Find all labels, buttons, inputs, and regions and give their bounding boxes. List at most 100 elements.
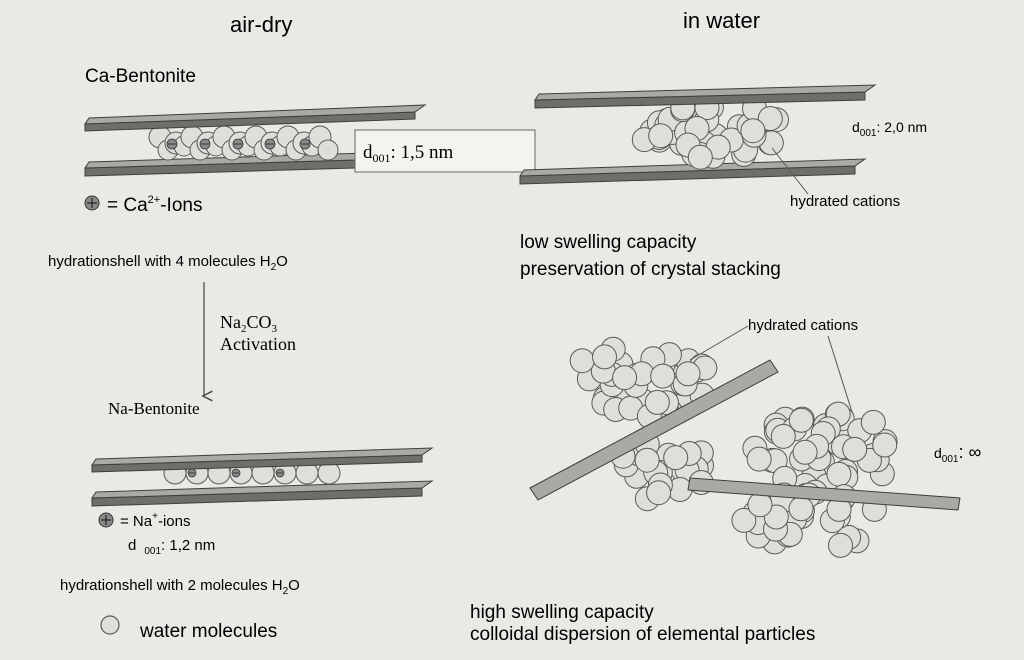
low-swelling-line-2: preservation of crystal stacking	[520, 259, 781, 280]
cation-icon	[232, 138, 244, 150]
na-bentonite-title: Na-Bentonite	[108, 399, 200, 418]
ca-hydration-suffix: O	[276, 253, 288, 270]
activation-chem: Na2CO3	[220, 312, 278, 335]
water-molecule	[644, 389, 670, 415]
water-molecule	[646, 480, 672, 506]
in-water-d001-label: d	[852, 119, 860, 135]
d001-infinity-value: : ∞	[958, 442, 981, 462]
water-molecule	[826, 461, 852, 487]
hydrated-cations-label-2: hydrated cations	[748, 317, 858, 334]
hydrated-cations-label-1: hydrated cations	[790, 193, 900, 210]
ca-hydration-sub: 2	[271, 262, 277, 273]
ca-hydration-prefix: hydrationshell with 4 molecules H	[48, 253, 271, 270]
in-water-stack	[519, 84, 877, 185]
svg-text:d001: 1,5 nm: d001: 1,5 nm	[363, 142, 454, 165]
ca-ion-legend: = Ca2+-Ions	[84, 194, 202, 216]
water-molecule	[731, 507, 757, 533]
cation-icon	[231, 468, 241, 478]
cation-icon	[299, 138, 311, 150]
na-hydration-text: hydrationshell with 2 molecules H2O	[60, 577, 300, 597]
water-molecule	[634, 447, 660, 473]
water-molecule	[746, 446, 772, 472]
na-ion-prefix: = Na	[120, 513, 153, 530]
water-molecule-icon	[100, 615, 120, 635]
water-molecule	[612, 365, 638, 391]
hydrated-cations-leader-2b	[827, 335, 853, 413]
water-molecule	[860, 409, 886, 435]
cation-icon	[187, 468, 197, 478]
ca-bentonite-title: Ca-Bentonite	[85, 66, 196, 87]
water-molecule	[740, 118, 766, 144]
svg-text:= Ca2+-Ions: = Ca2+-Ions	[107, 194, 202, 216]
ca-hydration-text: hydrationshell with 4 molecules H2O	[48, 253, 288, 273]
activation-na: Na	[220, 312, 241, 332]
activation-label: Activation	[220, 334, 296, 354]
na-d001-label: d	[128, 537, 136, 554]
water-molecule	[788, 407, 814, 433]
high-swelling-line-2: colloidal dispersion of elemental partic…	[470, 624, 815, 645]
water-molecule	[770, 423, 796, 449]
water-molecule	[792, 439, 818, 465]
in-water-d001-sub: 001	[860, 128, 877, 139]
dispersed-particles	[529, 336, 961, 558]
na-d001-sub: 001	[144, 546, 161, 557]
cation-icon	[275, 468, 285, 478]
ca-upper-sheet	[84, 104, 427, 125]
hydrated-cations-leader-2a	[689, 325, 749, 361]
in-water-upper-sheet	[534, 84, 877, 101]
water-molecule	[650, 363, 676, 389]
water-molecules-label: water molecules	[139, 621, 277, 642]
water-molecule	[757, 106, 783, 131]
na-ion-suffix: -ions	[158, 513, 191, 530]
ca-ion-suffix: -Ions	[160, 195, 202, 216]
dispersed-sheet-1	[529, 359, 779, 501]
in-water-d001-text: d001: 2,0 nm	[852, 119, 927, 139]
na-hydration-sub: 2	[283, 586, 289, 597]
na-d001-text: d 001: 1,2 nm	[128, 537, 215, 557]
water-molecule	[663, 445, 689, 471]
cation-icon	[199, 138, 211, 150]
na-lower-sheet	[91, 480, 434, 499]
heading-in-water: in water	[683, 8, 760, 33]
water-molecule	[675, 361, 701, 387]
water-molecule	[687, 144, 713, 170]
na-hydration-suffix: O	[288, 577, 300, 594]
hydrated-cations-leader-1	[771, 147, 809, 195]
water-molecule	[648, 123, 674, 149]
d001-infinity-sub: 001	[942, 454, 959, 465]
na-hydration-prefix: hydrationshell with 2 molecules H	[60, 577, 283, 594]
ca-bentonite-stack	[84, 104, 427, 177]
ca-ion-sup: 2+	[148, 194, 161, 206]
na-ion-sup: +	[152, 511, 158, 522]
in-water-d001-value: : 2,0 nm	[876, 119, 927, 135]
water-molecule	[872, 432, 898, 458]
na-d001-value: : 1,2 nm	[161, 537, 215, 554]
activation-co: CO	[247, 312, 272, 332]
activation-sub2: 3	[272, 323, 278, 335]
activation-sub1: 2	[241, 323, 247, 335]
cation-icon	[166, 138, 178, 150]
ca-d001-box: d001: 1,5 nm	[354, 129, 536, 173]
water-molecule	[788, 496, 814, 522]
na-bentonite-stack	[91, 447, 434, 507]
ca-d001-label: d	[363, 142, 373, 163]
ca-d001-value: : 1,5 nm	[391, 142, 454, 163]
water-molecule	[317, 139, 339, 161]
ca-d001-sub: 001	[373, 151, 391, 165]
water-molecule	[828, 532, 853, 558]
na-ion-legend: = Na+-ions	[98, 511, 190, 530]
water-molecule	[842, 436, 868, 462]
dispersed-sheet-2	[687, 477, 961, 511]
high-swelling-line-1: high swelling capacity	[470, 602, 654, 623]
heading-air-dry: air-dry	[230, 12, 292, 37]
water-molecule	[569, 348, 595, 374]
d001-infinity-label: d	[934, 445, 942, 461]
cation-icon	[264, 138, 276, 150]
na-upper-sheet	[91, 447, 434, 466]
ca-ion-prefix: = Ca	[107, 195, 148, 216]
low-swelling-line-1: low swelling capacity	[520, 232, 697, 253]
svg-text:= Na+-ions: = Na+-ions	[120, 511, 190, 530]
water-molecule	[592, 344, 617, 370]
d001-infinity-text: d001: ∞	[934, 442, 981, 465]
